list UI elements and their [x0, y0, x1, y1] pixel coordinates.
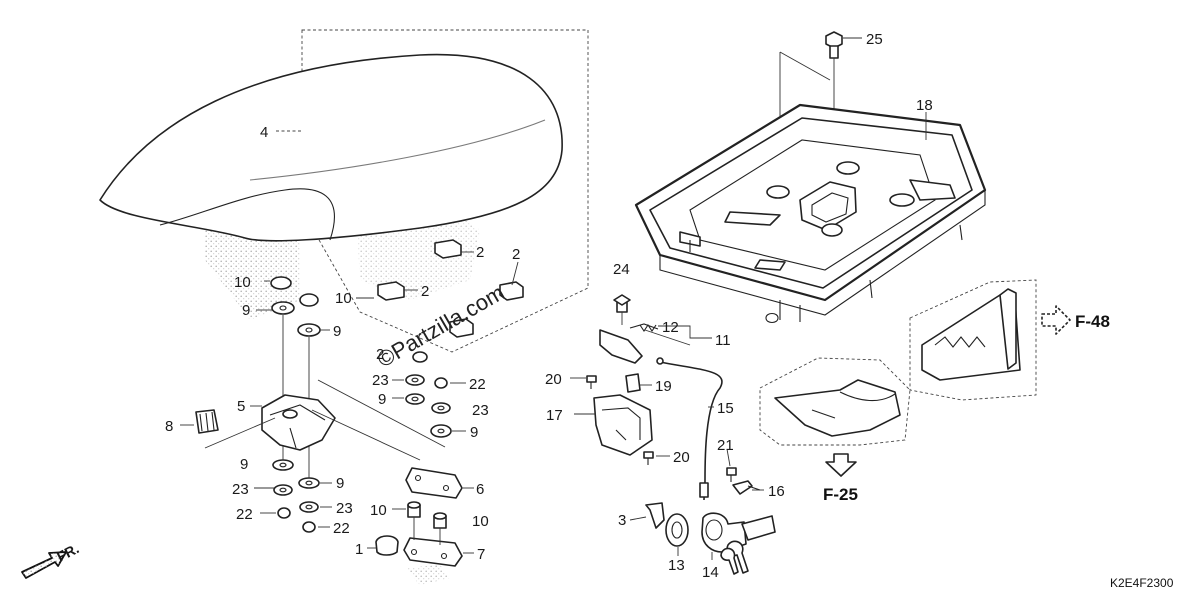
callout-7: 7 — [477, 546, 485, 563]
key-holder — [732, 480, 753, 495]
callout-11: 11 — [715, 332, 731, 349]
seat-outline-box — [301, 29, 589, 353]
lock-clip — [645, 502, 665, 529]
seat-cushion[interactable] — [99, 53, 563, 242]
rear-under-cover — [774, 379, 901, 437]
callout-12: 12 — [662, 319, 679, 336]
stay-plate-upper[interactable] — [405, 467, 463, 499]
callout-17: 17 — [546, 407, 563, 424]
leader-lines — [180, 37, 927, 560]
stay-plate-lower[interactable] — [403, 537, 463, 567]
callout-5: 5 — [237, 398, 245, 415]
callout-2: 2 — [476, 244, 484, 261]
reference-arrows — [21, 305, 1071, 579]
rack-group — [634, 31, 987, 324]
callout-3: 3 — [618, 512, 626, 529]
callout-23: 23 — [232, 481, 249, 498]
callout-9: 9 — [240, 456, 248, 473]
lock-gasket — [665, 513, 689, 547]
callout-9: 9 — [242, 302, 250, 319]
callout-23: 23 — [336, 500, 353, 517]
callout-10: 10 — [234, 274, 251, 291]
cable-bracket[interactable] — [593, 394, 653, 456]
callout-20: 20 — [545, 371, 562, 388]
f48-arrow[interactable] — [1041, 305, 1071, 335]
f25-arrow[interactable] — [825, 453, 857, 477]
callout-22: 22 — [236, 506, 253, 523]
washers-middle — [405, 351, 452, 438]
callout-13: 13 — [668, 557, 685, 574]
callout-labels: 1 2 2 2 2 3 4 5 6 7 8 9 9 9 9 9 9 10 10 … — [165, 31, 933, 581]
callout-2: 2 — [512, 246, 520, 263]
callout-2: 2 — [376, 346, 384, 363]
callout-9: 9 — [336, 475, 344, 492]
callout-25: 25 — [866, 31, 883, 48]
callout-9: 9 — [470, 424, 478, 441]
callout-14: 14 — [702, 564, 719, 581]
panel-outline-upper — [909, 279, 1037, 401]
callout-22: 22 — [333, 520, 350, 537]
diagram-code: K2E4F2300 — [1110, 576, 1174, 590]
callout-18: 18 — [916, 97, 933, 114]
seat-latch[interactable] — [599, 329, 643, 364]
rack-bolt[interactable] — [825, 31, 843, 49]
callout-24: 24 — [613, 261, 630, 278]
callout-10: 10 — [472, 513, 489, 530]
lock-group — [586, 294, 776, 575]
callout-23: 23 — [472, 402, 489, 419]
callout-4: 4 — [260, 124, 268, 141]
callout-16: 16 — [768, 483, 785, 500]
callout-6: 6 — [476, 481, 484, 498]
cap — [375, 535, 399, 556]
callout-22: 22 — [469, 376, 486, 393]
trim-panels — [759, 279, 1037, 446]
washers-left — [270, 276, 321, 533]
callout-15: 15 — [717, 400, 734, 417]
callout-2: 2 — [421, 283, 429, 300]
callout-10: 10 — [335, 290, 352, 307]
callout-20: 20 — [673, 449, 690, 466]
callout-8: 8 — [165, 418, 173, 435]
hinge-group — [195, 276, 463, 585]
keys — [720, 540, 749, 575]
callout-9: 9 — [378, 391, 386, 408]
ref-f25-label[interactable]: F-25 — [823, 485, 858, 504]
panel-outline-lower — [759, 357, 911, 446]
callout-10: 10 — [370, 502, 387, 519]
callout-9: 9 — [333, 323, 341, 340]
callout-21: 21 — [717, 437, 734, 454]
callout-23: 23 — [372, 372, 389, 389]
callout-1: 1 — [355, 541, 363, 558]
hinge-bracket[interactable] — [261, 394, 336, 451]
seat-group — [99, 29, 589, 353]
callout-19: 19 — [655, 378, 672, 395]
seat-rubber-cushions — [377, 239, 524, 338]
ref-f48-label[interactable]: F-48 — [1075, 312, 1110, 331]
